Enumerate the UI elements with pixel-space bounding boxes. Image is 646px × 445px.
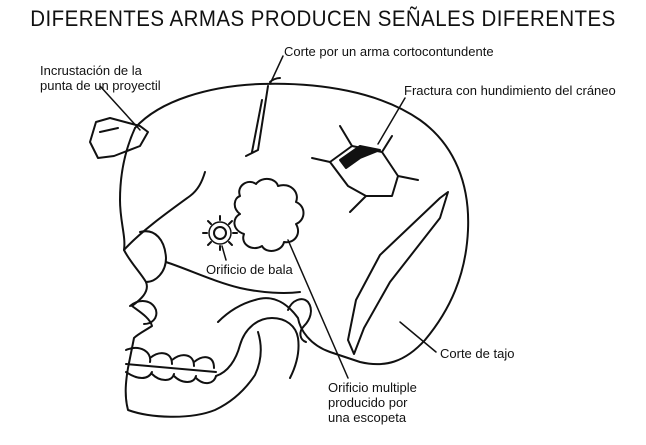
- label-projectile-tip-line1: Incrustación de la: [40, 63, 142, 78]
- leader-lines: [99, 55, 437, 379]
- label-slash-cut: Corte de tajo: [440, 346, 515, 361]
- label-shotgun-line2: producido por: [328, 395, 408, 410]
- depressed-fracture: [311, 125, 419, 213]
- eye-orbit: [139, 230, 167, 283]
- brow-ridge: [123, 171, 206, 251]
- label-fracture: Fractura con hundimiento del cráneo: [404, 83, 616, 98]
- label-projectile-tip-line2: punta de un proyectil: [40, 78, 161, 93]
- projectile-tip: [89, 117, 149, 159]
- mandible: [215, 317, 300, 379]
- label-blunt-cut: Corte por un arma cortocontundente: [284, 44, 494, 59]
- label-bullet-hole: Orificio de bala: [206, 262, 293, 277]
- face-profile: [119, 127, 262, 418]
- diagram-title: DIFERENTES ARMAS PRODUCEN SEÑALES DIFERE…: [30, 6, 616, 31]
- shotgun-hole: [233, 178, 305, 252]
- nasal-cavity: [129, 300, 158, 325]
- slash-cut: [347, 191, 449, 355]
- cheekbone: [165, 261, 301, 294]
- upper-teeth: [125, 346, 217, 373]
- lower-teeth: [125, 371, 217, 384]
- skull-outline: [134, 82, 470, 366]
- bullet-hole: [202, 215, 238, 251]
- label-shotgun-line3: una escopeta: [328, 410, 407, 425]
- mastoid: [287, 298, 312, 343]
- blunt-cut: [245, 85, 269, 157]
- label-shotgun-line1: Orificio multiple: [328, 380, 417, 395]
